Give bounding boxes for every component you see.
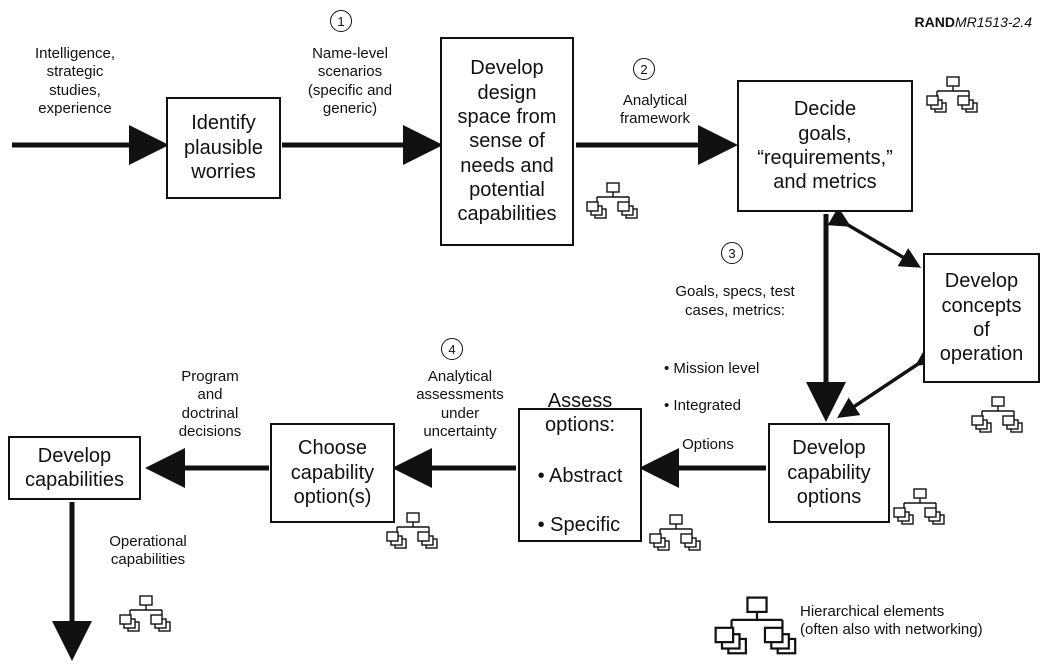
arrow-goals-concepts [827,207,922,268]
box-decide-goals: Decide goals, “requirements,” and metric… [737,80,913,212]
legend-label: Hierarchical elements (often also with n… [800,603,983,639]
label-decisions: Program and doctrinal decisions [178,368,242,440]
label-inputs: Intelligence, strategic studies, experie… [34,45,116,117]
goals-specs-item: Integrated [664,397,820,415]
assess-item: Specific [538,513,623,537]
label-goals-specs-title: Goals, specs, test cases, metrics: [675,283,795,319]
box-concepts-of-operation: Develop concepts of operation [923,253,1040,383]
assess-title: Assess options: [544,389,616,437]
goals-specs-item: Mission level [664,360,820,378]
step-2-marker: 2 [633,58,655,80]
hierarchy-icon [386,512,438,549]
hierarchy-icon [119,595,171,632]
legend-hierarchy-icon [714,596,797,655]
assess-item: Abstract [538,464,622,488]
hierarchy-icon [971,396,1023,433]
hierarchy-icon [926,76,978,113]
label-options: Options [682,436,734,453]
label-assessments: Analytical assessments under uncertainty [416,368,504,440]
box-capability-options: Develop capability options [768,423,890,523]
box-develop-capabilities: Develop capabilities [8,436,141,500]
box-identify-worries: Identify plausible worries [166,97,281,199]
hierarchy-icon [893,488,945,525]
step-3-marker: 3 [721,242,743,264]
arrow-concepts-capability-options [837,345,939,418]
box-assess-options: Assess options: Abstract Specific [518,390,642,542]
box-choose-capability: Choose capability option(s) [270,423,395,523]
hierarchy-icon [586,182,638,219]
label-operational: Operational capabilities [109,533,187,569]
figure-reference: RANDMR1513-2.4 [914,14,1033,30]
box-design-space: Develop design space from sense of needs… [440,37,574,246]
label-framework: Analytical framework [619,92,690,128]
step-1-marker: 1 [330,10,352,32]
label-scenarios: Name-level scenarios (specific and gener… [307,45,393,117]
label-goals-specs: Goals, specs, test cases, metrics: Missi… [650,265,820,452]
step-4-marker: 4 [441,338,463,360]
hierarchy-icon [649,514,701,551]
